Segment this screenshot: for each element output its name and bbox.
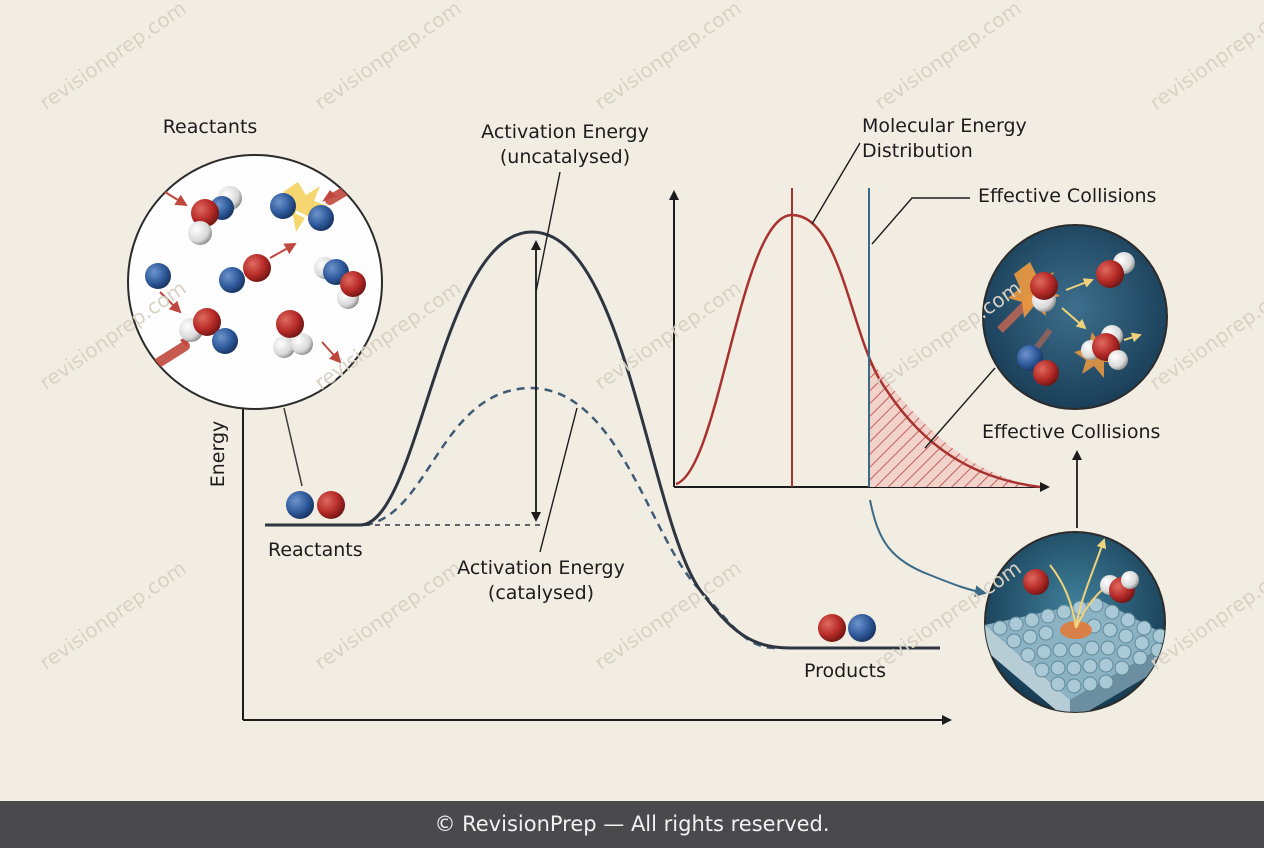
energy-axis-label: Energy bbox=[207, 420, 229, 488]
effective-collisions-circle bbox=[982, 224, 1168, 410]
product-molecule-blue bbox=[848, 614, 876, 642]
activation-catalysed-label-1: Activation Energy bbox=[457, 557, 625, 579]
copyright-footer: © RevisionPrep — All rights reserved. bbox=[0, 801, 1264, 848]
effective-collisions-area bbox=[870, 359, 1040, 487]
effective-collisions-mid-label: Effective Collisions bbox=[982, 421, 1161, 443]
diagram-svg bbox=[127, 142, 1168, 725]
distribution-curve bbox=[675, 213, 1041, 489]
product-molecule-red bbox=[818, 614, 846, 642]
reactant-molecule-red bbox=[317, 491, 345, 519]
diagram-stage: revisionprep.com revisionprep.com revisi… bbox=[35, 0, 1264, 725]
activation-catalysed-label-2: (catalysed) bbox=[487, 582, 595, 604]
uncatalysed-curve bbox=[265, 230, 940, 650]
reactants-level-label: Reactants bbox=[268, 539, 363, 561]
molecular-distribution-label-1: Molecular Energy bbox=[862, 115, 1027, 137]
reactant-molecule-blue bbox=[286, 491, 314, 519]
activation-uncatalysed-label-1: Activation Energy bbox=[481, 121, 649, 143]
effective-collisions-top-label: Effective Collisions bbox=[978, 185, 1157, 207]
molecular-distribution-label-2: Distribution bbox=[862, 140, 973, 162]
reactants-top-label: Reactants bbox=[162, 116, 258, 138]
catalyst-surface-circle bbox=[984, 531, 1166, 713]
activation-uncatalysed-label-2: (uncatalysed) bbox=[499, 146, 631, 168]
products-label: Products bbox=[803, 660, 887, 682]
